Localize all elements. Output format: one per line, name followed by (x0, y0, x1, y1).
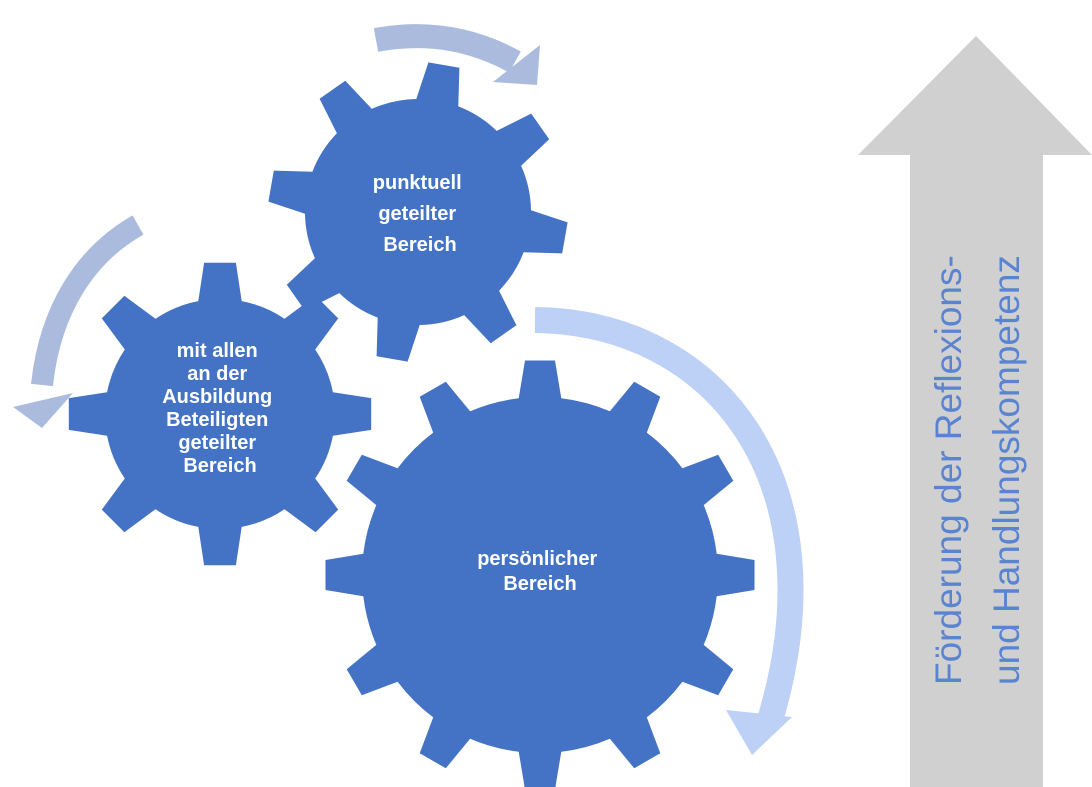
gear-bottom-line: Bereich (503, 573, 576, 595)
side-text-line-2: und Handlungskompetenz (986, 255, 1027, 685)
gear-left-line: Bereich (183, 455, 256, 477)
gear-bottom-line: persönlicher (477, 548, 597, 570)
gear-left-line: geteilter (178, 432, 256, 454)
gear-icon (268, 62, 568, 362)
gear-bottom-label: persönlicher Bereich (477, 548, 603, 595)
big-up-arrow (858, 36, 1092, 787)
gear-top-line: geteilter (378, 203, 456, 225)
gear-left-line: Ausbildung (162, 386, 272, 408)
gear-left-line: an der (187, 363, 247, 385)
curved-arrow-right-head (726, 710, 792, 755)
side-text-line-1: Förderung der Reflexions- (928, 255, 969, 685)
curved-arrow-right (534, 307, 804, 724)
gear-left-label: mit allen an der Ausbildung Beteiligten … (162, 340, 278, 477)
curved-arrow-left (31, 215, 144, 387)
curved-arrow-top (373, 24, 521, 73)
gear-left-line: mit allen (177, 340, 258, 362)
side-text-group-2: und Handlungskompetenz (986, 255, 1027, 685)
gear-icon (325, 360, 755, 787)
gear-left-line: Beteiligten (166, 409, 268, 431)
curved-arrow-top-head (493, 45, 540, 85)
gear-icon (68, 262, 372, 566)
gear-top-label: punktuell geteilter Bereich (373, 172, 467, 256)
curved-arrow-left-head (13, 393, 73, 428)
gear-top-line: Bereich (383, 234, 456, 256)
side-text-group: Förderung der Reflexions- (928, 255, 969, 685)
gear-top-line: punktuell (373, 172, 462, 194)
